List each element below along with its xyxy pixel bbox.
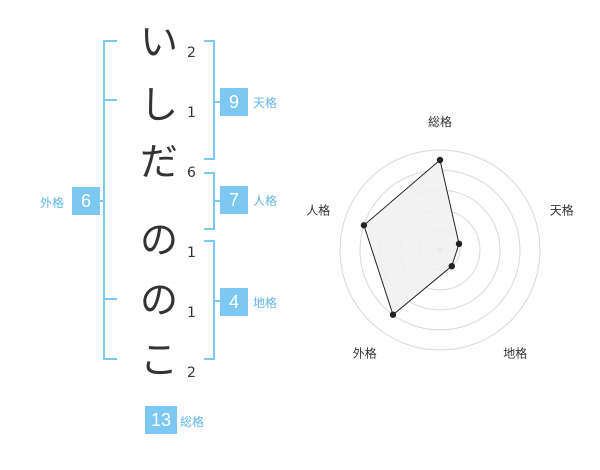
- radar-point-3: [448, 262, 455, 270]
- jinkaku-value: 7: [220, 186, 248, 214]
- tenkaku-connector: [214, 101, 220, 103]
- name-char-1: い: [139, 20, 178, 64]
- radar-area: [363, 159, 460, 316]
- gaikaku-bracket-tick: [103, 358, 117, 360]
- radar-axis-label-5: 人格: [306, 202, 330, 217]
- radar-axis-label-3: 地格: [503, 346, 527, 361]
- tenkaku-value: 9: [220, 88, 248, 116]
- tenkaku-bracket-tick: [204, 40, 214, 42]
- chikaku-connector: [214, 300, 220, 302]
- stroke-count-3: 6: [187, 165, 196, 181]
- tenkaku-bracket-line: [213, 40, 215, 160]
- soukaku-label: 総格: [180, 415, 205, 429]
- jinkaku-bracket-tick: [204, 172, 214, 174]
- radar-point-2: [455, 240, 463, 248]
- name-char-2: し: [139, 83, 178, 127]
- name-char-3: だ: [139, 140, 178, 184]
- name-char-5: の: [139, 278, 178, 322]
- stroke-count-2: 1: [187, 105, 196, 121]
- radar-axis-label-2: 天格: [550, 202, 574, 217]
- jinkaku-label: 人格: [253, 194, 278, 208]
- radar-point-1: [436, 156, 444, 164]
- radar-point-4: [389, 311, 397, 318]
- chikaku-bracket-tick: [204, 358, 214, 360]
- name-char-4: の: [139, 218, 178, 262]
- radar-axis-label-4: 外格: [353, 346, 377, 361]
- chikaku-label: 地格: [253, 296, 278, 310]
- name-char-6: こ: [139, 338, 178, 382]
- chikaku-value: 4: [220, 288, 248, 316]
- gaikaku-bracket-tick: [103, 40, 117, 42]
- gaikaku-bracket-tick: [103, 99, 117, 101]
- stroke-count-5: 1: [187, 305, 196, 321]
- radar-point-5: [360, 222, 368, 229]
- jinkaku-connector: [214, 200, 220, 202]
- tenkaku-label: 天格: [253, 96, 278, 110]
- radar-axis-label-1: 総格: [428, 114, 452, 129]
- tenkaku-bracket-tick: [204, 158, 214, 160]
- soukaku-value: 13: [145, 406, 177, 434]
- gaikaku-bracket-line: [103, 40, 105, 360]
- gaikaku-connector: [98, 200, 104, 202]
- chikaku-bracket-tick: [204, 240, 214, 242]
- stroke-count-6: 2: [187, 365, 196, 381]
- gaikaku-value: 6: [72, 187, 100, 215]
- stroke-count-1: 2: [187, 45, 196, 61]
- jinkaku-bracket-tick: [204, 228, 214, 230]
- gaikaku-label: 外格: [40, 196, 65, 210]
- radar-ring: [339, 149, 541, 351]
- stroke-count-4: 1: [187, 245, 196, 261]
- gaikaku-bracket-tick: [103, 298, 117, 300]
